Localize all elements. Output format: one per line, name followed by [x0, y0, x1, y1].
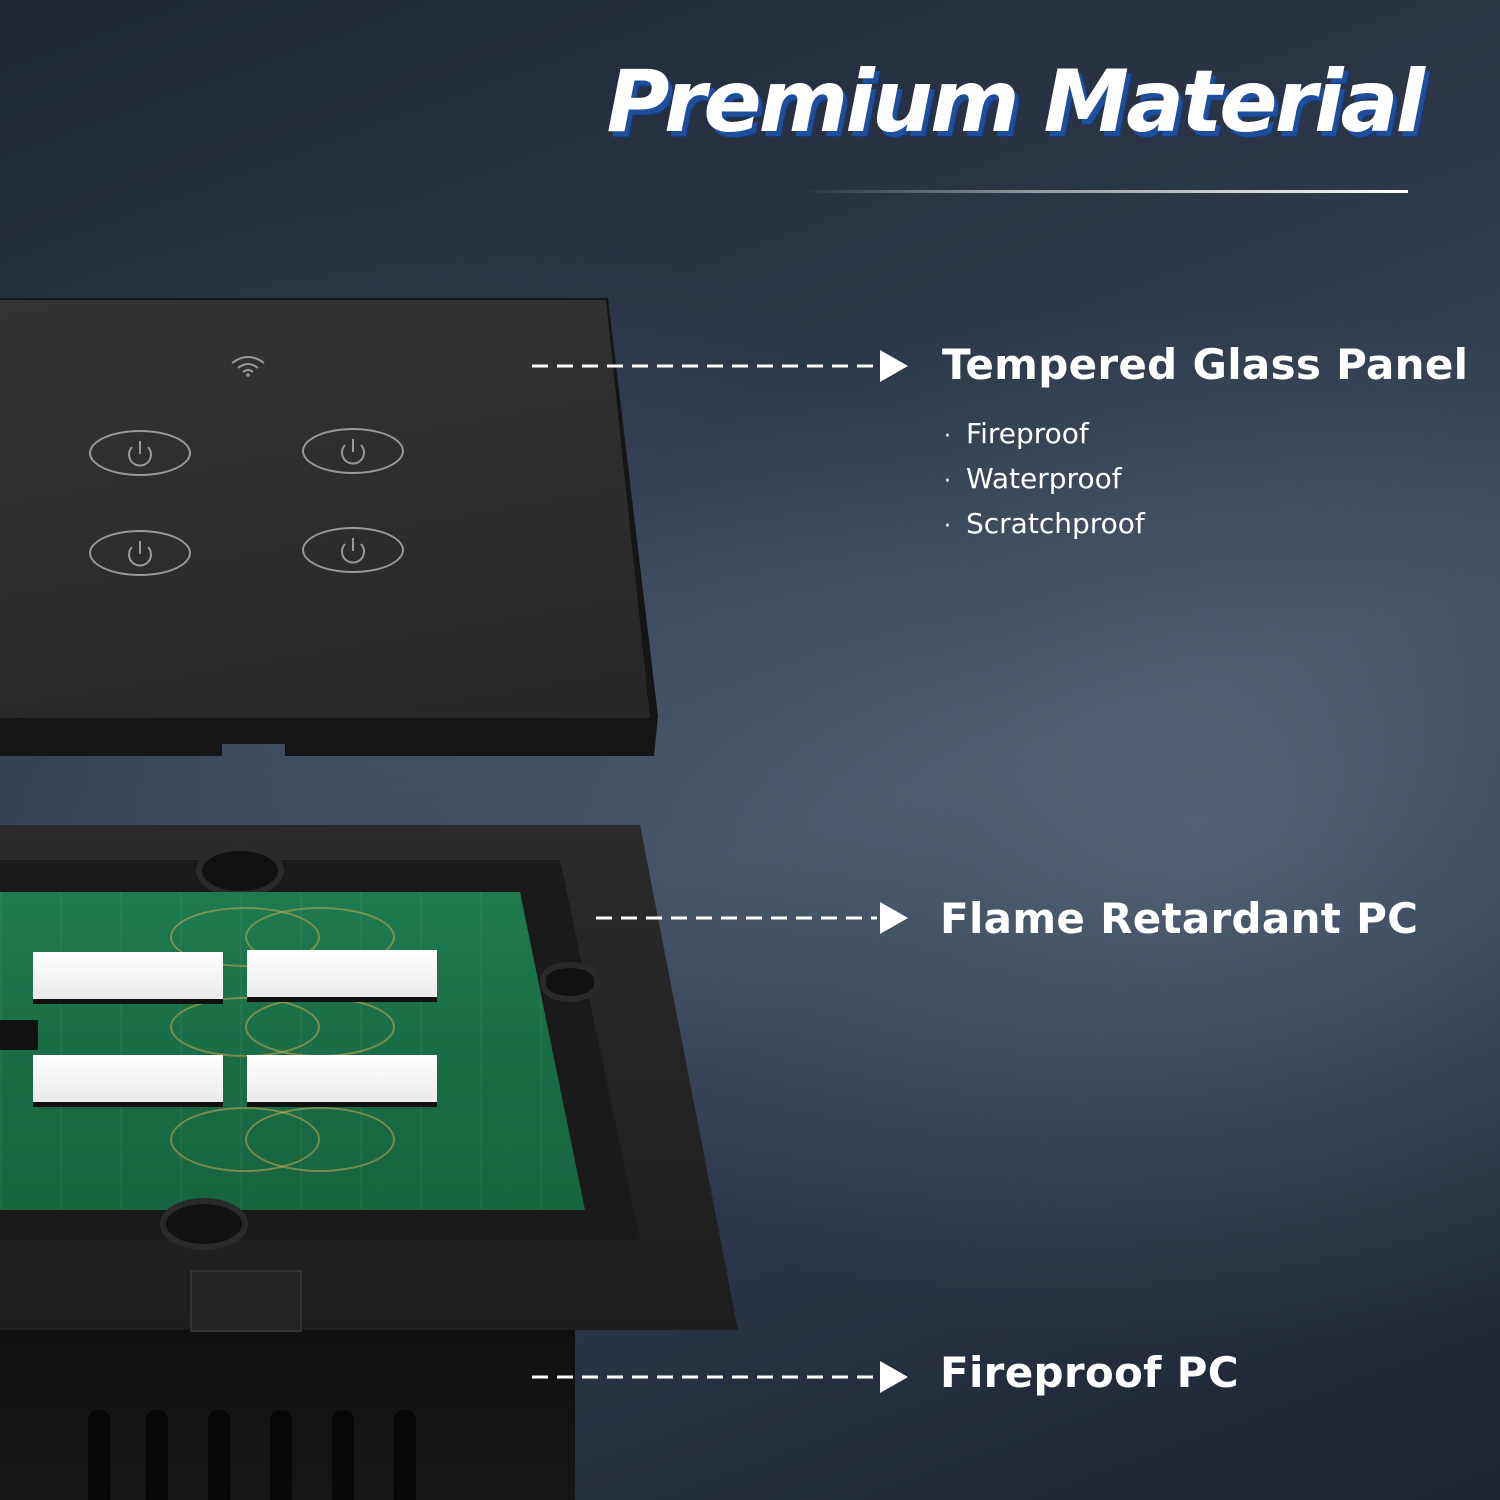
power-icon [341, 439, 365, 465]
arrow-icon [532, 1361, 908, 1393]
callout-label-glass-panel: Tempered Glass Panel [942, 340, 1469, 389]
touch-button [302, 428, 404, 474]
vent-slot [332, 1410, 354, 1500]
mounting-clip [190, 1270, 302, 1332]
list-item: · Waterproof [944, 459, 1145, 504]
circuit-board [0, 892, 585, 1210]
vent-slot [394, 1410, 416, 1500]
title-underline [800, 190, 1408, 193]
feature-text: Waterproof [966, 462, 1122, 495]
screw-post [540, 962, 600, 1002]
touch-button [302, 527, 404, 573]
arrow-icon [596, 902, 908, 934]
vent-slot [146, 1410, 168, 1500]
bullet: · [944, 469, 951, 494]
vent-slot [208, 1410, 230, 1500]
bullet: · [944, 424, 951, 449]
feature-text: Fireproof [966, 417, 1089, 450]
wifi-icon [231, 356, 265, 377]
touch-button [89, 530, 191, 576]
list-item: · Fireproof [944, 414, 1145, 459]
contact-pad [33, 952, 223, 1004]
callout-label-fireproof-pc: Fireproof PC [940, 1348, 1239, 1397]
feature-list: · Fireproof · Waterproof · Scratchproof [944, 414, 1145, 549]
power-icon [128, 541, 152, 567]
power-icon [341, 538, 365, 564]
feature-text: Scratchproof [966, 507, 1145, 540]
glass-panel [0, 300, 650, 718]
power-icon [128, 441, 152, 467]
list-item: · Scratchproof [944, 504, 1145, 549]
bullet: · [944, 514, 951, 539]
contact-pad [247, 1055, 437, 1107]
arrow-icon [532, 350, 908, 382]
callout-label-flame-retardant: Flame Retardant PC [940, 894, 1419, 943]
contact-pad [33, 1055, 223, 1107]
contact-pad [247, 950, 437, 1002]
chip [0, 1020, 38, 1050]
touch-button [89, 430, 191, 476]
vent-slot [88, 1410, 110, 1500]
screw-post [160, 1198, 248, 1250]
page-title: Premium Material [606, 52, 1425, 152]
vent-slot [270, 1410, 292, 1500]
screw-post [196, 845, 284, 897]
